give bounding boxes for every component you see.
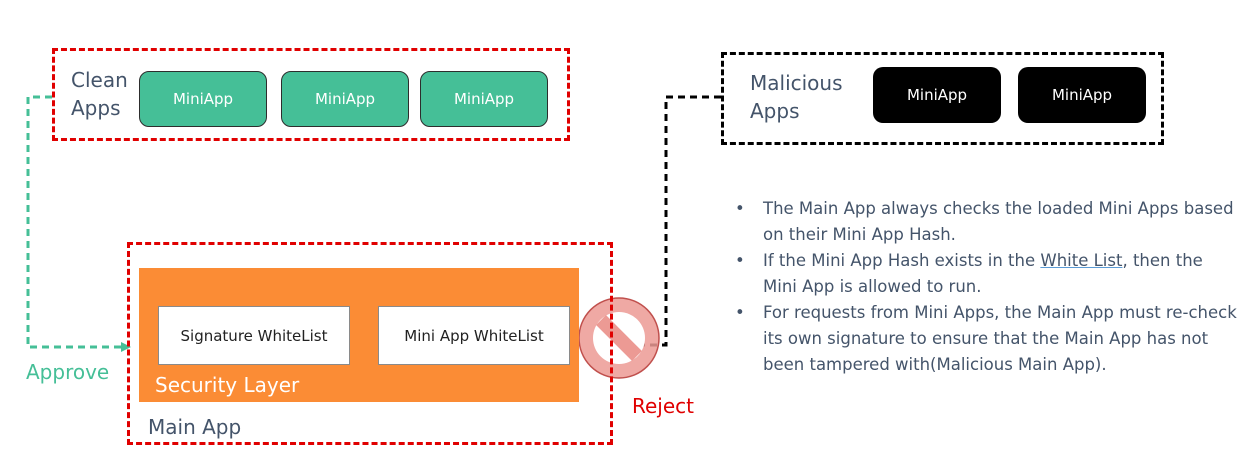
malicious-miniapp-1: MiniApp	[873, 67, 1001, 123]
malicious-apps-label-line2: Apps	[750, 99, 800, 123]
clean-miniapp-1: MiniApp	[139, 71, 267, 127]
clean-apps-group	[52, 48, 570, 141]
clean-miniapp-2: MiniApp	[281, 71, 409, 127]
white-list-link[interactable]: White List	[1040, 251, 1123, 270]
note-text: The Main App always checks the loaded Mi…	[763, 199, 1234, 244]
main-app-group	[127, 242, 613, 445]
note-text-before: If the Mini App Hash exists in the	[763, 251, 1041, 270]
clean-apps-label-line2: Apps	[71, 96, 121, 120]
signature-whitelist-box: Signature WhiteList	[158, 306, 350, 365]
security-layer-label: Security Layer	[155, 373, 300, 397]
malicious-miniapp-2: MiniApp	[1018, 67, 1146, 123]
note-text: For requests from Mini Apps, the Main Ap…	[763, 303, 1237, 374]
note-item: For requests from Mini Apps, the Main Ap…	[727, 300, 1237, 378]
clean-apps-label: Clean Apps	[71, 66, 128, 122]
no-entry-icon	[578, 297, 660, 379]
miniapp-whitelist-box: Mini App WhiteList	[378, 306, 570, 365]
approve-label: Approve	[26, 360, 110, 384]
notes-list: The Main App always checks the loaded Mi…	[727, 196, 1237, 378]
note-item: If the Mini App Hash exists in the White…	[727, 248, 1237, 300]
reject-label: Reject	[632, 394, 695, 418]
approve-arrowhead	[121, 342, 131, 352]
main-app-label: Main App	[148, 415, 242, 439]
malicious-apps-group	[721, 52, 1164, 145]
clean-miniapp-3: MiniApp	[420, 71, 548, 127]
note-item: The Main App always checks the loaded Mi…	[727, 196, 1237, 248]
malicious-apps-label-line1: Malicious	[750, 71, 843, 95]
note-text-after: , then the Mini App is allowed to run.	[763, 251, 1203, 296]
clean-apps-label-line1: Clean	[71, 68, 128, 92]
malicious-apps-label: Malicious Apps	[750, 69, 843, 125]
approve-connector	[26, 95, 124, 349]
